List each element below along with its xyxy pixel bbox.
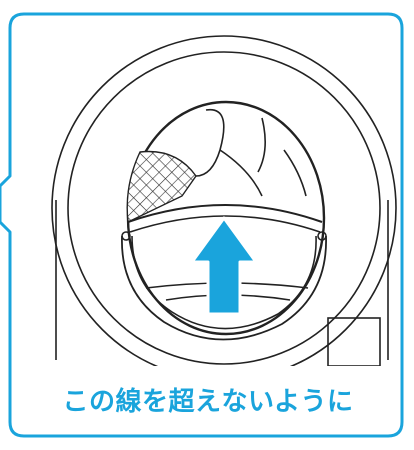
drum-fold-3 [257, 117, 266, 173]
door-handle-arc [121, 235, 327, 341]
door-handle-arc-inner [131, 235, 317, 330]
callout-border [0, 12, 404, 438]
limit-line-lower [129, 215, 321, 233]
up-arrow-icon [190, 216, 258, 316]
caption-text: この線を超えないように [62, 387, 354, 417]
drum-fold-4 [283, 149, 307, 197]
drum-fold-2 [219, 149, 263, 197]
hinge-left [121, 231, 131, 241]
lower-panel [327, 317, 381, 366]
lint-filter-mesh [126, 150, 197, 224]
door-outer-ring [51, 35, 397, 366]
drum-fold-1 [195, 108, 225, 177]
limit-line [127, 204, 323, 223]
hinge-right [317, 231, 327, 241]
door-middle-ring [67, 51, 381, 365]
